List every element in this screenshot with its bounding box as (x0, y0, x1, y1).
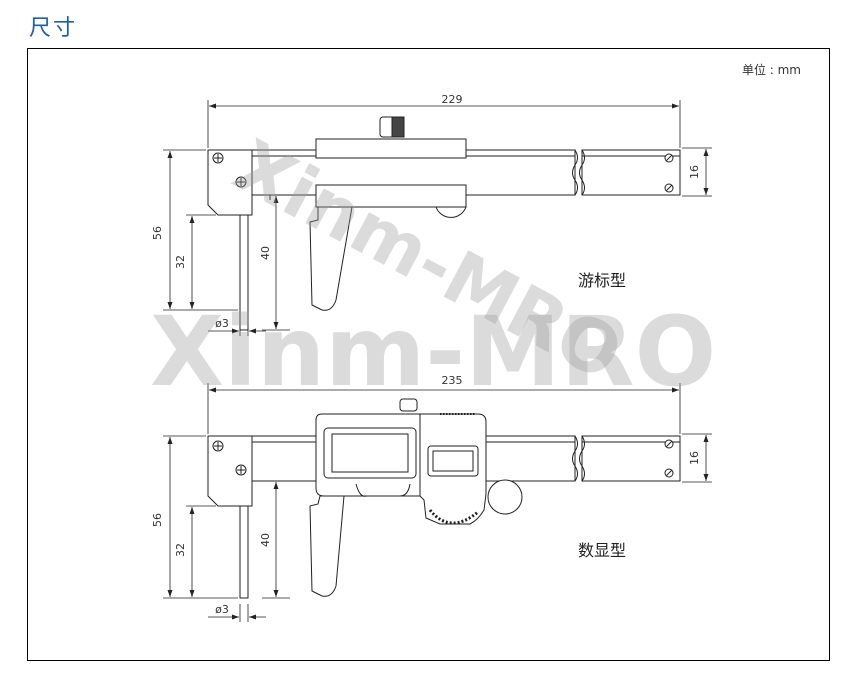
dim-inner: 40 (259, 246, 272, 260)
dim-jaw: 32 (174, 255, 187, 269)
vernier-dimension-labels: 229 56 32 40 ø3 16 游标型 (151, 93, 701, 330)
digital-type-label: 数显型 (578, 541, 626, 560)
screw-icon (235, 464, 247, 476)
screw-icon (235, 176, 247, 188)
dim-inner: 40 (259, 533, 272, 547)
dim-diameter: ø3 (215, 603, 229, 616)
digital-caliper-drawing (207, 398, 681, 599)
dim-length: 235 (442, 374, 463, 387)
dim-diameter: ø3 (215, 317, 229, 330)
dim-width: 16 (688, 165, 701, 179)
vernier-type-label: 游标型 (578, 271, 626, 290)
dim-length: 229 (442, 93, 463, 106)
screw-icon (664, 439, 674, 478)
page-title: 尺寸 (29, 16, 78, 41)
watermark: Xinm-MRO (150, 296, 716, 408)
screw-icon (664, 153, 674, 193)
digital-dimension-labels: 235 56 32 40 ø3 16 数显型 (151, 374, 701, 616)
screw-icon (212, 152, 224, 164)
vernier-caliper-drawing (207, 116, 681, 331)
dim-jaw: 32 (174, 543, 187, 557)
dim-height: 56 (151, 513, 164, 527)
dim-height: 56 (151, 226, 164, 240)
screw-icon (212, 440, 224, 452)
dim-width: 16 (688, 451, 701, 465)
drawing-frame: 单位 : mm (27, 48, 830, 661)
unit-label: 单位 : mm (741, 63, 801, 77)
